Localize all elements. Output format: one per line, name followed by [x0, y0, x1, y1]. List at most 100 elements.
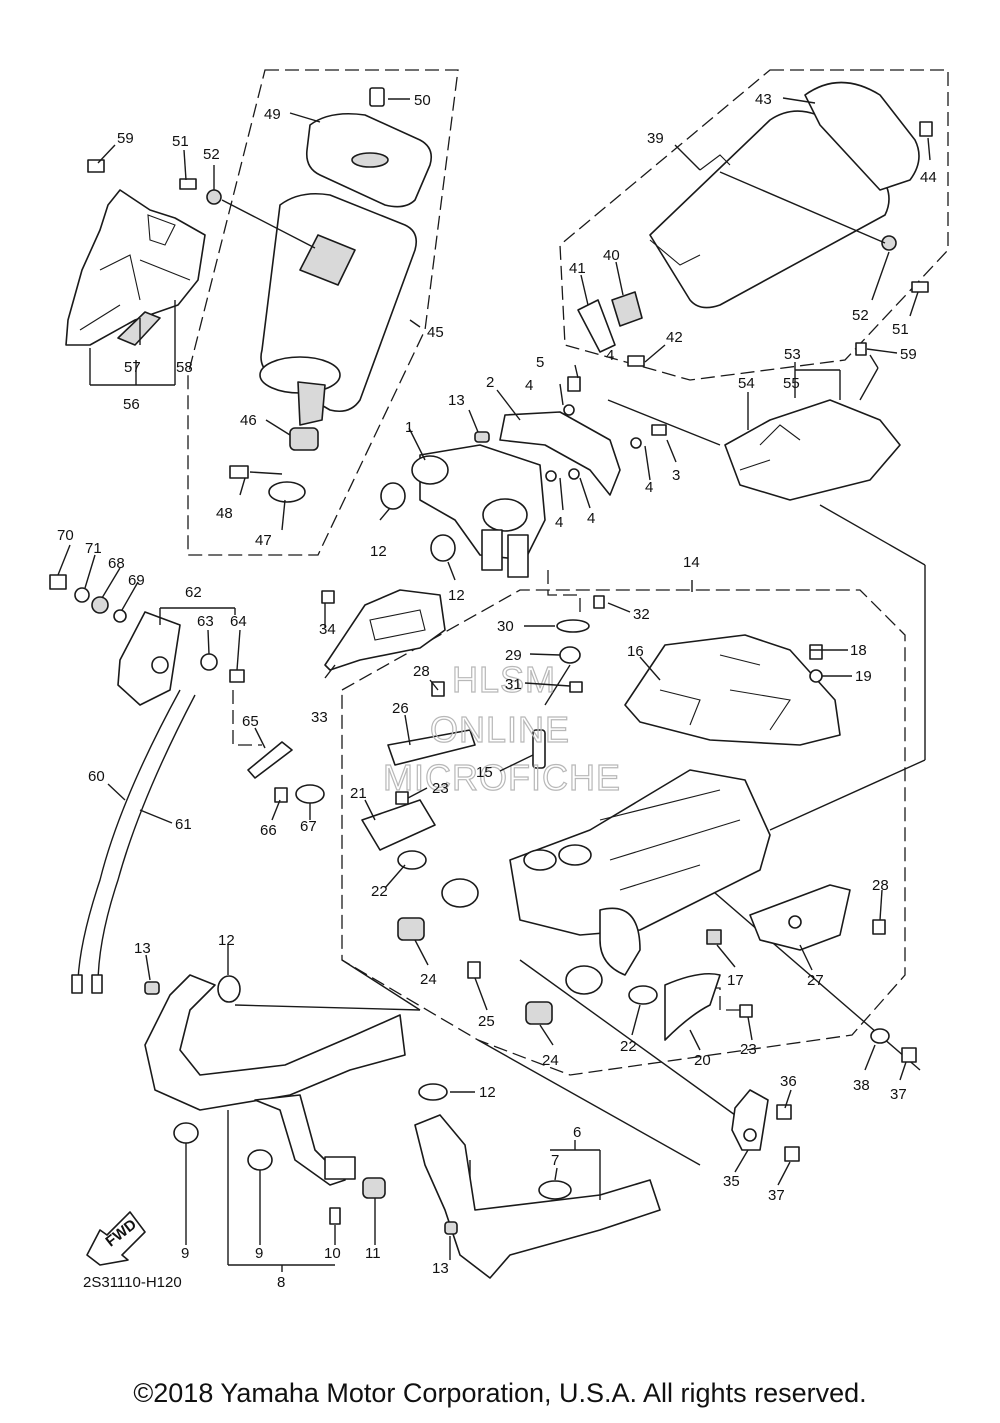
callout: 4 — [555, 514, 563, 531]
grommet-17 — [706, 929, 722, 945]
bracket-35 — [731, 1089, 769, 1151]
grommet-68 — [91, 596, 109, 614]
callout: 28 — [413, 663, 430, 680]
callout: 27 — [807, 972, 824, 989]
muffler-cover-group-39-outline — [559, 69, 949, 381]
bolt-37b — [901, 1047, 917, 1063]
callout: 4 — [587, 510, 595, 527]
callout: 2 — [486, 374, 494, 391]
joint-11 — [362, 1177, 386, 1199]
clamp-7 — [538, 1180, 572, 1200]
protector-53-detail — [739, 424, 801, 471]
callout: 51 — [172, 133, 189, 150]
callout: 9 — [255, 1245, 263, 1262]
o2-sensor-15 — [532, 729, 546, 769]
callout: 47 — [255, 532, 272, 549]
muffler-group-45-outline — [187, 69, 459, 556]
bolt-3 — [651, 424, 667, 436]
callout: 35 — [723, 1173, 740, 1190]
cable-end-a — [71, 974, 83, 994]
gasket-13 — [474, 431, 490, 443]
joint-46 — [289, 427, 319, 451]
bolt-23b — [739, 1004, 753, 1018]
cable-60 — [77, 689, 181, 981]
callout: 69 — [128, 572, 145, 589]
watermark-line-3: MICROFICHE — [383, 757, 621, 798]
callout: 62 — [185, 584, 202, 601]
callout: 19 — [855, 668, 872, 685]
bolt-34 — [321, 590, 335, 604]
guide-line — [341, 959, 421, 1011]
callout: 37 — [890, 1086, 907, 1103]
muffler-pipe — [297, 381, 326, 426]
cover-20 — [664, 972, 721, 1041]
callout: 66 — [260, 822, 277, 839]
callout: 22 — [371, 883, 388, 900]
callout: 48 — [216, 505, 233, 522]
callout: 63 — [197, 613, 214, 630]
washer-38 — [870, 1028, 890, 1044]
callout: 42 — [666, 329, 683, 346]
leader-dash-a — [547, 570, 581, 612]
bolt-50 — [369, 87, 385, 107]
washer-4d — [568, 468, 580, 480]
callout: 64 — [230, 613, 247, 630]
callout: 59 — [900, 346, 917, 363]
callout: 56 — [123, 396, 140, 413]
heat-protector-53 — [724, 399, 901, 501]
callout: 30 — [497, 618, 514, 635]
clamp-30 — [556, 619, 590, 633]
callout: 28 — [872, 877, 889, 894]
bracket-35-hole — [743, 1128, 757, 1142]
gasket-29 — [559, 646, 581, 664]
washer-71 — [74, 587, 90, 603]
gasket-12-pipe — [217, 975, 241, 1003]
bolt-70 — [49, 574, 67, 590]
fwd-arrow-icon: FWD — [86, 1211, 146, 1266]
clamp-big-b — [565, 965, 603, 995]
callout: 34 — [319, 621, 336, 638]
guide-line — [769, 759, 926, 831]
callout: 52 — [852, 307, 869, 324]
callout: 12 — [448, 587, 465, 604]
callout: 70 — [57, 527, 74, 544]
protector-27-hole — [788, 915, 802, 929]
guide-line — [819, 504, 926, 566]
gasket-13-pipe — [144, 981, 160, 995]
callout: 57 — [124, 359, 141, 376]
callout: 65 — [242, 713, 259, 730]
muffler-cover-cap-43 — [804, 81, 920, 191]
bolt-5 — [567, 376, 581, 392]
rear-heat-protector — [65, 189, 206, 346]
gasket-12-lower — [418, 1083, 448, 1101]
muffler-cover — [649, 110, 890, 309]
valve-actuator-62 — [117, 611, 181, 706]
callout: 10 — [324, 1245, 341, 1262]
callout: 13 — [432, 1260, 449, 1277]
bolt-10 — [329, 1207, 341, 1225]
guide-line — [234, 1004, 421, 1011]
exhaust-pipe-branch — [254, 1094, 346, 1186]
clamp-22b — [628, 985, 658, 1005]
washer-52 — [206, 189, 222, 205]
joint-1-port — [411, 455, 449, 485]
callout: 26 — [392, 700, 409, 717]
clamp-67 — [295, 784, 325, 804]
clamp-9a — [173, 1122, 199, 1144]
clamp-big — [441, 878, 479, 908]
callout: 33 — [311, 709, 328, 726]
callout: 45 — [427, 324, 444, 341]
protector-detail — [79, 214, 191, 331]
callout: 59 — [117, 130, 134, 147]
callout: 14 — [683, 554, 700, 571]
bolt-32 — [593, 595, 605, 609]
callout: 61 — [175, 816, 192, 833]
bolt-51 — [179, 178, 197, 190]
catalyst-detail — [599, 789, 741, 891]
callout: 67 — [300, 818, 317, 835]
washer-52b — [881, 235, 897, 251]
heat-cover-2 — [499, 411, 621, 496]
bushing-63 — [200, 653, 218, 671]
callout: 15 — [476, 764, 493, 781]
